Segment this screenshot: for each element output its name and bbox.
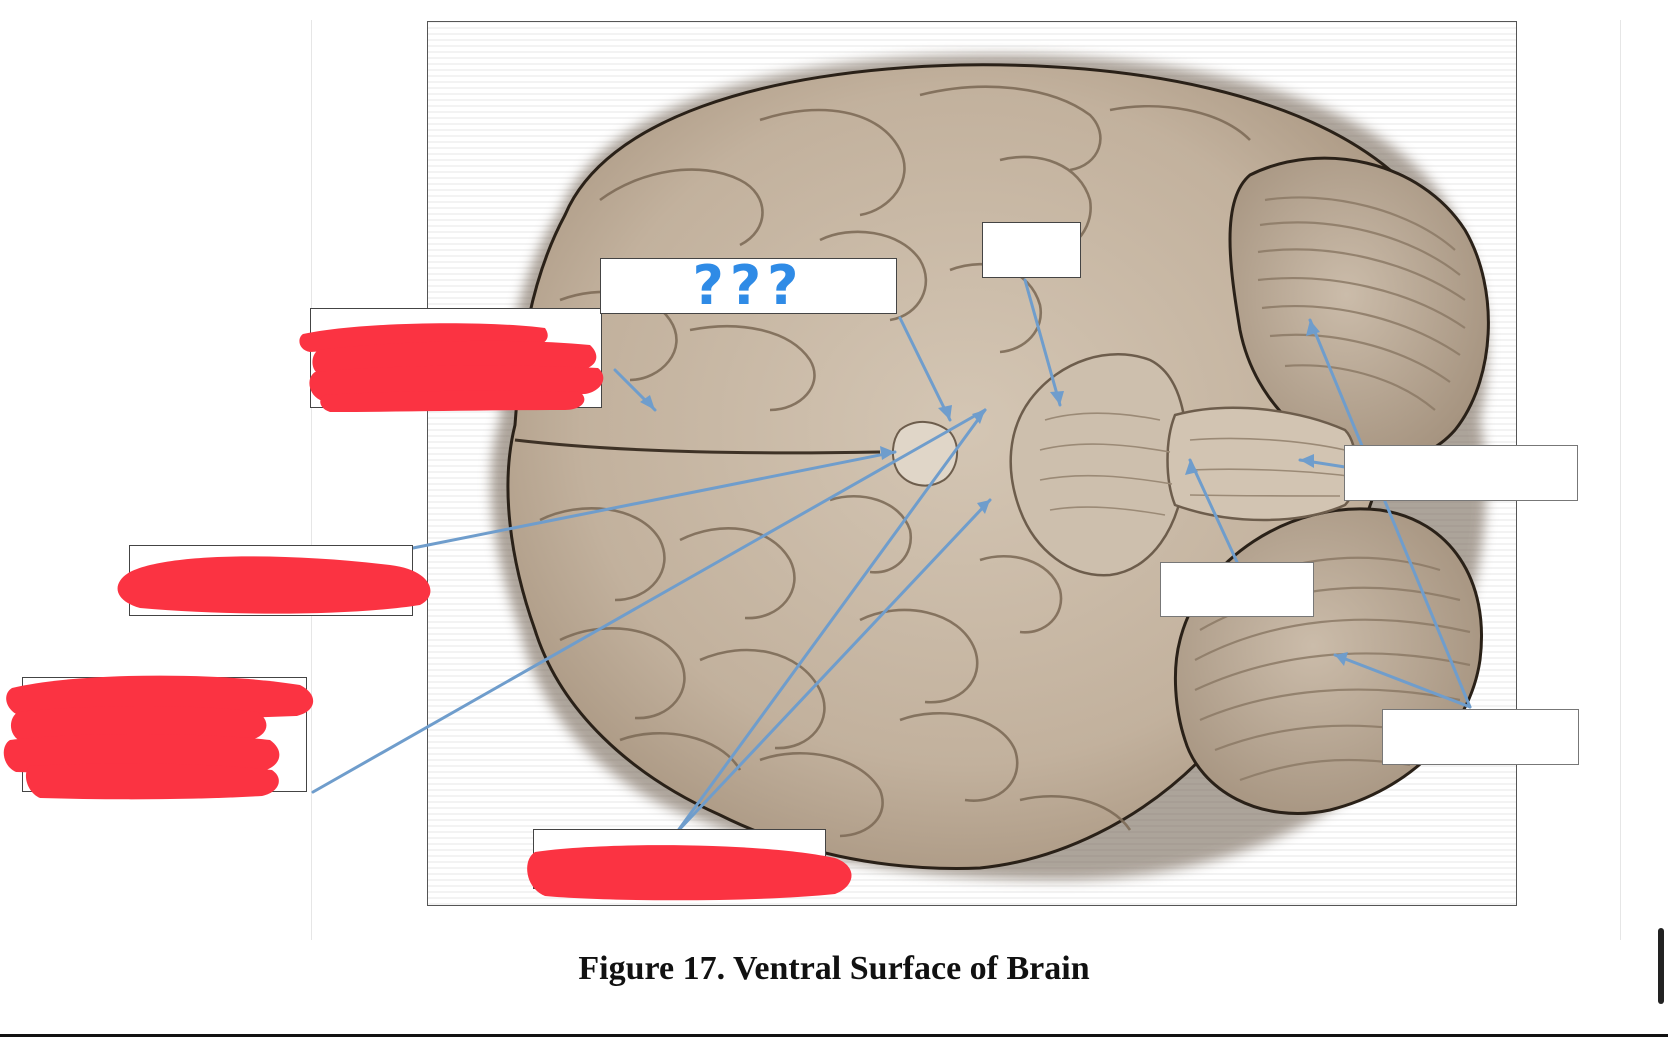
pointer-arrowheads xyxy=(640,320,1348,666)
figure-caption: Figure 17. Ventral Surface of Brain xyxy=(578,950,1090,987)
label-box-pons[interactable] xyxy=(982,222,1081,278)
redaction-scribbles xyxy=(3,323,852,901)
scrollbar-thumb[interactable] xyxy=(1658,928,1664,1004)
bottom-divider xyxy=(0,1034,1668,1037)
pons xyxy=(1009,353,1188,577)
page-margin-left xyxy=(311,20,312,940)
longitudinal-fissure xyxy=(514,438,881,455)
pointer-lines xyxy=(311,278,1472,834)
label-box-question[interactable]: ??? xyxy=(600,258,897,314)
label-box-right-mid[interactable] xyxy=(1344,445,1578,501)
medulla-oblongata xyxy=(1166,406,1358,522)
label-box-cerebellum[interactable] xyxy=(1382,709,1579,765)
label-box-medulla[interactable] xyxy=(1160,562,1314,617)
page-margin-right xyxy=(1620,20,1621,940)
question-marks-annotation: ??? xyxy=(692,254,805,317)
